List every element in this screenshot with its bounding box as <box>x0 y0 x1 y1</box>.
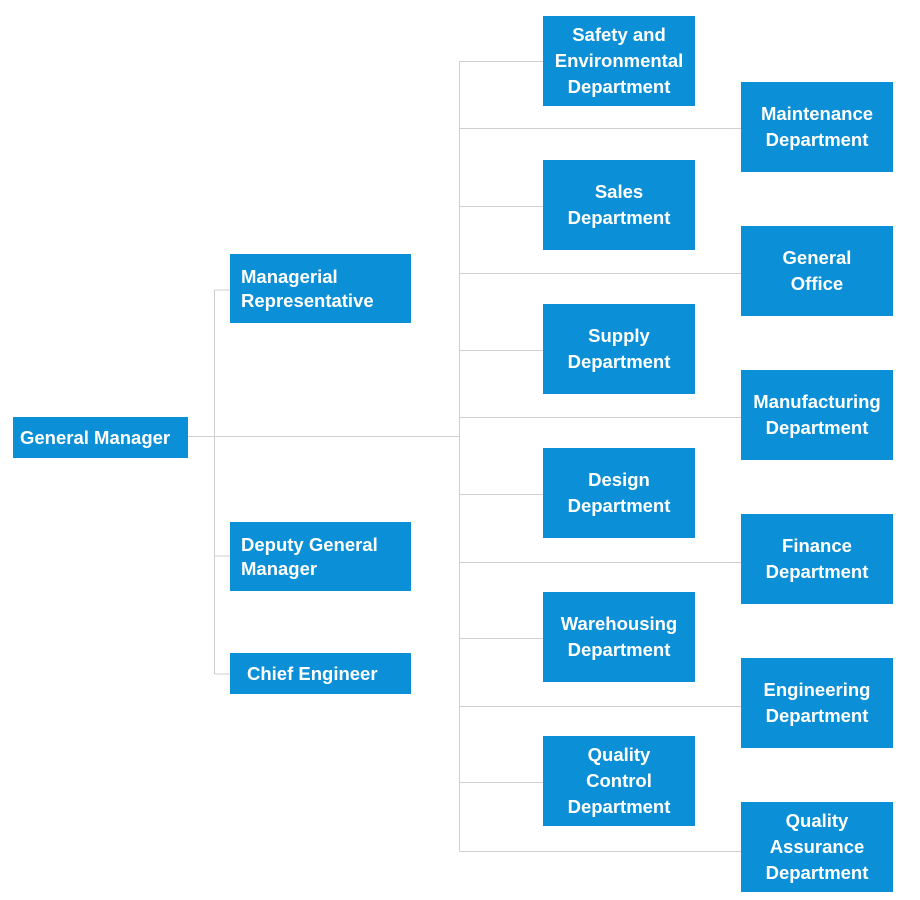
chief-engineer-label: Chief Engineer <box>247 662 378 684</box>
managerial-representative-label: Managerial Representative <box>241 265 374 311</box>
engineering-department-box[interactable]: Engineering Department <box>741 658 893 748</box>
finance-department-box[interactable]: Finance Department <box>741 514 893 604</box>
finance-department-label: Finance Department <box>765 535 869 582</box>
safety-environmental-department-label: Safety and Environmental Department <box>554 24 684 97</box>
general-office-label: General Office <box>782 247 852 294</box>
quality-assurance-department-label: Quality Assurance Department <box>765 810 869 883</box>
deputy-general-manager-label: Deputy General Manager <box>241 533 378 579</box>
maintenance-department-label: Maintenance Department <box>760 103 874 150</box>
safety-environmental-department-box[interactable]: Safety and Environmental Department <box>543 16 695 106</box>
supply-department-box[interactable]: Supply Department <box>543 304 695 394</box>
quality-control-department-label: Quality Control Department <box>567 744 671 817</box>
managerial-representative-box[interactable]: Managerial Representative <box>230 254 411 323</box>
general-office-box[interactable]: General Office <box>741 226 893 316</box>
deputy-general-manager-box[interactable]: Deputy General Manager <box>230 522 411 591</box>
general-manager-box[interactable]: General Manager <box>13 417 188 458</box>
supply-department-label: Supply Department <box>567 325 671 372</box>
manufacturing-department-label: Manufacturing Department <box>753 391 881 438</box>
sales-department-label: Sales Department <box>567 181 671 228</box>
design-department-box[interactable]: Design Department <box>543 448 695 538</box>
design-department-label: Design Department <box>567 469 671 516</box>
quality-control-department-box[interactable]: Quality Control Department <box>543 736 695 826</box>
sales-department-box[interactable]: Sales Department <box>543 160 695 250</box>
general-manager-label: General Manager <box>20 426 171 448</box>
warehousing-department-label: Warehousing Department <box>560 613 678 660</box>
quality-assurance-department-box[interactable]: Quality Assurance Department <box>741 802 893 892</box>
maintenance-department-box[interactable]: Maintenance Department <box>741 82 893 172</box>
engineering-department-label: Engineering Department <box>763 679 871 726</box>
chief-engineer-box[interactable]: Chief Engineer <box>230 653 411 694</box>
warehousing-department-box[interactable]: Warehousing Department <box>543 592 695 682</box>
manufacturing-department-box[interactable]: Manufacturing Department <box>741 370 893 460</box>
